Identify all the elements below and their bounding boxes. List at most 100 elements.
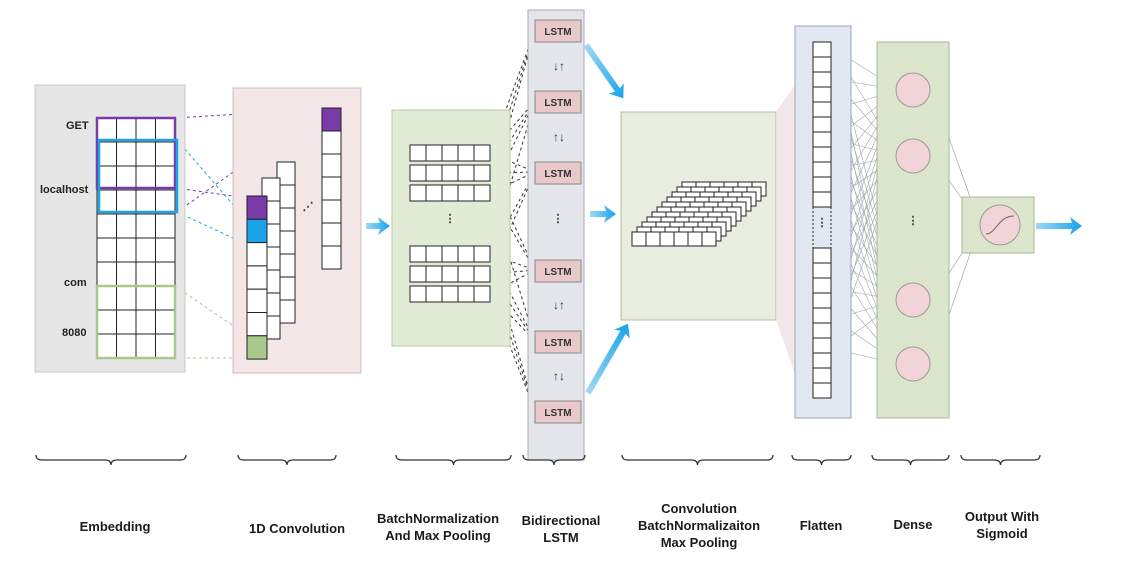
conv-output-cell xyxy=(246,288,268,314)
lstm-cell-label: LSTM xyxy=(544,169,571,180)
flatten-cell xyxy=(812,277,832,294)
stage-label-bilstm: Bidirectional LSTM xyxy=(521,513,601,545)
lstm-cell-box xyxy=(534,400,582,424)
bidirectional-arrows: ↑↓ xyxy=(553,369,565,383)
embedding-cell xyxy=(96,237,117,263)
pooled-row-cell xyxy=(441,245,459,263)
embedding-cell xyxy=(155,333,176,359)
flatten-cell xyxy=(812,292,832,309)
stage-brace xyxy=(871,454,950,466)
stage-label-conv2: Convolution BatchNormalizaiton Max Pooli… xyxy=(637,501,761,550)
ellipsis: ⋮ xyxy=(553,213,564,225)
stage-brace xyxy=(237,454,337,466)
pooled-row-cell xyxy=(441,285,459,303)
volume-cell xyxy=(701,231,717,247)
embedding-cell xyxy=(155,261,176,287)
arrow-lstm-up xyxy=(585,323,630,395)
token-label: GET xyxy=(66,120,89,132)
stage-label-embedding: Embedding xyxy=(79,519,151,534)
bidirectional-arrows: ↓↑ xyxy=(553,298,565,312)
stage-label-batchnorm: BatchNormalization And Max Pooling xyxy=(376,511,500,543)
flatten-cell xyxy=(812,56,832,73)
embedding-cell xyxy=(155,213,176,239)
sigmoid-neuron xyxy=(979,204,1021,246)
pooled-row-cell xyxy=(425,184,443,202)
lstm-cell-label: LSTM xyxy=(544,408,571,419)
embedding-cell xyxy=(116,141,137,167)
embedding-cell xyxy=(96,309,117,335)
conv-output-cell xyxy=(246,218,268,244)
pooled-cell xyxy=(321,107,342,132)
pooled-row-cell xyxy=(473,265,491,283)
stage-brace xyxy=(35,454,187,466)
flatten-cell xyxy=(812,382,832,399)
bidirectional-arrows: ↓↑ xyxy=(553,59,565,73)
embedding-block xyxy=(34,84,186,373)
stage-label-output: Output With Sigmoid xyxy=(964,509,1040,541)
embedding-cell xyxy=(155,237,176,263)
volume-cell xyxy=(645,231,661,247)
pooled-row-cell xyxy=(409,184,427,202)
embedding-cell xyxy=(96,285,117,311)
token-label: 8080 xyxy=(62,327,87,339)
pooled-row-cell xyxy=(441,164,459,182)
flatten-cell xyxy=(812,262,832,279)
conv-output-cell xyxy=(246,335,268,360)
embedding-cell xyxy=(135,333,156,359)
flatten-cell xyxy=(812,191,832,208)
pooled-row-cell xyxy=(409,245,427,263)
conv-output-cell xyxy=(246,242,268,267)
pooled-row-cell xyxy=(425,245,443,263)
lstm-cell: LSTM xyxy=(534,400,582,424)
stage-brace xyxy=(522,454,586,466)
pooled-row-cell xyxy=(441,184,459,202)
embedding-cell xyxy=(116,213,137,239)
embedding-cell xyxy=(135,285,156,311)
lstm-cell: LSTM xyxy=(534,90,582,114)
pooled-row-cell xyxy=(457,144,475,162)
embedding-cell xyxy=(96,261,117,287)
ellipsis: ⋮ xyxy=(908,215,919,227)
pooled-row-cell xyxy=(473,184,491,202)
flatten-cell xyxy=(812,116,832,133)
dense-neuron xyxy=(895,138,931,174)
lstm-cell: LSTM xyxy=(534,330,582,354)
flatten-vector: ⋮ xyxy=(812,41,832,399)
pooled-cell xyxy=(321,199,342,224)
pooled-row-cell xyxy=(457,184,475,202)
token-label: com xyxy=(64,277,87,289)
dense-neuron xyxy=(895,346,931,382)
ellipsis: ⋮ xyxy=(817,217,828,229)
dense-neuron xyxy=(895,72,931,108)
embedding-cell xyxy=(135,261,156,287)
embedding-matrix xyxy=(96,117,176,359)
token-label: localhost xyxy=(40,184,89,196)
dense-neuron xyxy=(895,282,931,318)
dense-neurons: ⋮ xyxy=(895,72,931,382)
conv2-volume xyxy=(631,181,767,247)
embedding-cell xyxy=(116,261,137,287)
conv1d-block: ⋰ xyxy=(232,87,362,374)
embedding-cell xyxy=(96,333,117,359)
ellipsis: ⋰ xyxy=(303,201,314,213)
stage-brace xyxy=(960,454,1041,466)
dashed-connector xyxy=(176,211,249,246)
pooled-row-cell xyxy=(409,144,427,162)
pooled-row-cell xyxy=(441,144,459,162)
output-block xyxy=(961,196,1035,254)
flatten-cell xyxy=(812,71,832,88)
volume-cell xyxy=(659,231,675,247)
embedding-cell xyxy=(135,189,156,215)
embedding-cell xyxy=(135,237,156,263)
conv-output-cell xyxy=(246,312,268,337)
stage-label-dense: Dense xyxy=(893,517,933,532)
pooled-cell xyxy=(321,130,342,155)
lstm-cell: LSTM xyxy=(534,19,582,43)
flatten-cell xyxy=(812,367,832,384)
embedding-cell xyxy=(155,141,176,167)
pooled-row-cell xyxy=(425,285,443,303)
ellipsis: ⋮ xyxy=(445,213,456,225)
lstm-cell: LSTM xyxy=(534,161,582,185)
pooled-row-cell xyxy=(457,285,475,303)
